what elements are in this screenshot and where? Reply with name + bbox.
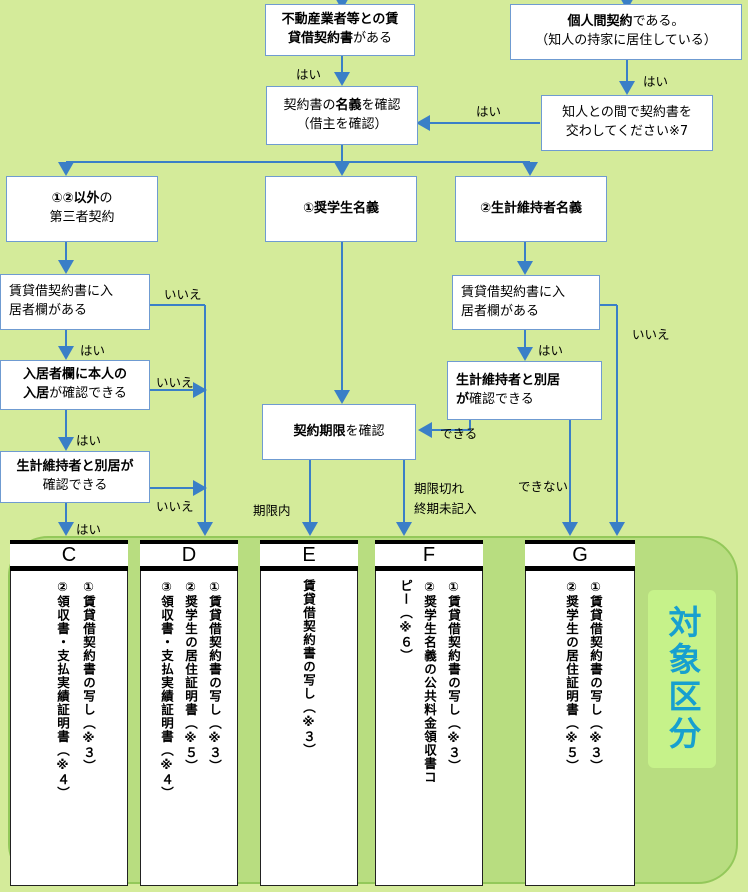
column-c-line1: ①賃貸借契約書の写し（※３） bbox=[81, 579, 96, 773]
private-contract-rest: である。 bbox=[632, 14, 685, 30]
third-party-box: ①②以外の第三者契約 bbox=[6, 176, 158, 242]
resident-field-box-left: 賃貸借契約書に入居者欄がある bbox=[0, 274, 150, 330]
separate-left-bold: 生計維持者と別居 bbox=[16, 459, 121, 475]
contract-period-rest: を確認 bbox=[345, 423, 385, 439]
exchange-contract-box: 知人との間で契約書を交わしてください※7 bbox=[541, 95, 713, 151]
column-f: F ①賃貸借契約書の写し（※３） ②奨学生名義の公共料金領収書コ ピー（※６） bbox=[375, 540, 483, 886]
resident-field-line1: 賃貸借契約書に入 bbox=[9, 284, 114, 300]
column-g-header: G bbox=[525, 540, 635, 571]
no-label-4: いいえ bbox=[632, 327, 670, 342]
no-label-3: いいえ bbox=[156, 499, 194, 514]
column-d: D ①賃貸借契約書の写し（※３） ②奨学生の居住証明書（※５） ③領収書・支払実… bbox=[140, 540, 238, 886]
yes-label-3: はい bbox=[476, 104, 502, 119]
resident-field-right-line1: 賃貸借契約書に入 bbox=[461, 284, 566, 300]
third-party-bold: ①②以外 bbox=[51, 191, 100, 207]
column-g-line1: ①賃貸借契約書の写し（※３） bbox=[588, 579, 603, 773]
no-label-1: いいえ bbox=[164, 287, 202, 302]
column-c-line2: ②領収書・支払実績証明書（※４） bbox=[55, 579, 70, 800]
self-resident-rest: が確認できる bbox=[49, 386, 127, 401]
column-e-letter: E bbox=[260, 544, 358, 566]
column-c-letter: C bbox=[10, 544, 128, 566]
agent-contract-box: 不動産業者等との賃貸借契約書がある bbox=[265, 4, 415, 56]
column-g-letter: G bbox=[525, 544, 635, 566]
private-contract-note: （知人の持家に居住している） bbox=[535, 33, 717, 48]
resident-field-right-line2: 居者欄がある bbox=[461, 303, 540, 319]
no-label-2: いいえ bbox=[156, 375, 194, 390]
contract-period-bold: 契約期限 bbox=[293, 423, 346, 439]
separate-right-bold2: が bbox=[456, 391, 470, 407]
can-label: できる bbox=[440, 426, 478, 441]
confirm-post: を確認 bbox=[361, 97, 401, 113]
separate-residence-box-left: 生計維持者と別居が確認できる bbox=[0, 451, 150, 503]
column-c: C ①賃貸借契約書の写し（※３） ②領収書・支払実績証明書（※４） bbox=[10, 540, 128, 886]
agent-contract-rest: がある bbox=[353, 31, 393, 46]
yes-label-5: はい bbox=[76, 433, 102, 448]
column-d-line1: ①賃貸借契約書の写し（※３） bbox=[207, 579, 222, 773]
private-contract-box: 個人間契約である。 （知人の持家に居住している） bbox=[510, 4, 742, 60]
separate-right-rest: 確認できる bbox=[469, 391, 534, 407]
yes-label-7: はい bbox=[538, 343, 564, 358]
self-resident-bold2: 入居 bbox=[23, 386, 50, 401]
resident-field-box-right: 賃貸借契約書に入居者欄がある bbox=[452, 275, 600, 330]
column-e-header: E bbox=[260, 540, 358, 571]
column-d-letter: D bbox=[140, 544, 238, 566]
separate-residence-box-right: 生計維持者と別居が確認できる bbox=[447, 361, 602, 420]
self-resident-bold1: 入居者欄に本人の bbox=[22, 367, 127, 383]
column-e-line1: 賃貸借契約書の写し（※３） bbox=[301, 579, 316, 757]
contract-period-box: 契約期限を確認 bbox=[262, 404, 416, 460]
supporter-name-box: ②生計維持者名義 bbox=[455, 176, 607, 242]
column-f-line1: ①賃貸借契約書の写し（※３） bbox=[446, 579, 461, 773]
exchange-line2: 交わしてください※7 bbox=[565, 124, 689, 139]
yes-label-2: はい bbox=[643, 74, 669, 89]
column-f-line3: ピー（※６） bbox=[398, 579, 413, 663]
yes-label-1: はい bbox=[296, 67, 322, 82]
yes-label-4: はい bbox=[80, 343, 106, 358]
resident-field-line2: 居者欄がある bbox=[9, 303, 88, 318]
student-name-box: ①奨学生名義 bbox=[265, 176, 417, 242]
private-contract-bold: 個人間契約 bbox=[567, 14, 633, 30]
cannot-label: できない bbox=[518, 479, 569, 494]
confirm-note: （借主を確認） bbox=[296, 116, 388, 132]
target-category-label: 対象区分 bbox=[648, 590, 716, 768]
confirm-bold: 名義 bbox=[335, 97, 362, 113]
column-d-header: D bbox=[140, 540, 238, 571]
within-period-label: 期限内 bbox=[253, 503, 291, 518]
column-f-header: F bbox=[375, 540, 483, 571]
separate-left-bold2: が bbox=[120, 459, 134, 475]
confirm-name-box: 契約書の名義を確認 （借主を確認） bbox=[266, 86, 418, 145]
column-c-header: C bbox=[10, 540, 128, 571]
expired-label-1: 期限切れ bbox=[414, 481, 465, 496]
yes-label-6: はい bbox=[76, 522, 102, 537]
column-f-letter: F bbox=[375, 544, 483, 566]
expired-label-2: 終期未記入 bbox=[414, 501, 477, 516]
confirm-pre: 契約書の bbox=[283, 97, 336, 113]
column-f-line2: ②奨学生名義の公共料金領収書コ bbox=[422, 579, 437, 784]
third-party-line2: 第三者契約 bbox=[49, 210, 115, 225]
column-d-line3: ③領収書・支払実績証明書（※４） bbox=[159, 579, 174, 800]
separate-left-line2: 確認できる bbox=[42, 478, 108, 493]
column-e: E 賃貸借契約書の写し（※３） bbox=[260, 540, 358, 886]
self-resident-box: 入居者欄に本人の入居が確認できる bbox=[0, 360, 150, 410]
agent-contract-bold: 不動産業者等との賃 bbox=[281, 12, 399, 28]
column-d-line2: ②奨学生の居住証明書（※５） bbox=[183, 579, 198, 773]
column-g: G ①賃貸借契約書の写し（※３） ②奨学生の居住証明書（※５） bbox=[525, 540, 635, 886]
exchange-line1: 知人との間で契約書を bbox=[562, 105, 692, 121]
separate-right-bold: 生計維持者と別居 bbox=[456, 372, 561, 388]
column-g-line2: ②奨学生の居住証明書（※５） bbox=[564, 579, 579, 773]
third-party-rest: の bbox=[99, 191, 113, 207]
agent-contract-bold2: 貸借契約書 bbox=[287, 31, 353, 46]
